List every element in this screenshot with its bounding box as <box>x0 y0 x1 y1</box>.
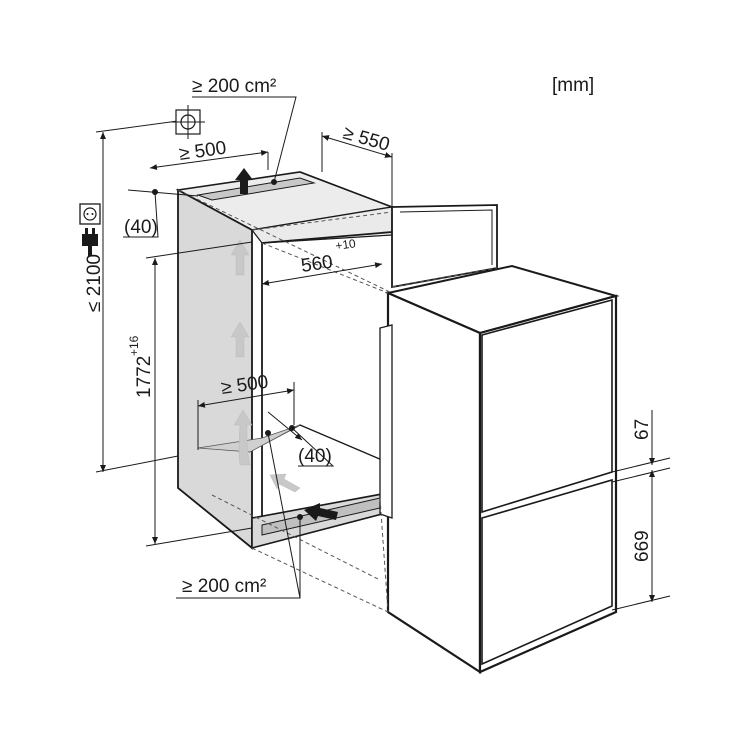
airflow-arrow-icon <box>230 239 250 276</box>
vent-up-arrow-icon <box>235 168 253 194</box>
dim-niche-height: 1772 +16 <box>127 241 253 547</box>
appliance-body <box>379 264 620 675</box>
open-door <box>391 204 498 289</box>
svg-text:560: 560 <box>300 252 334 277</box>
dim-top-vent-area: ≥ 200 cm² <box>192 76 297 185</box>
dim-top-gap: (40) <box>123 189 199 238</box>
dim-top-vent-width: ≥ 500 <box>149 138 269 171</box>
svg-text:≥ 500: ≥ 500 <box>178 138 228 165</box>
socket-icon <box>79 203 101 225</box>
svg-text:67: 67 <box>632 419 653 440</box>
svg-text:≥ 200 cm²: ≥ 200 cm² <box>182 576 266 597</box>
dim-niche-width: 560 +10 <box>261 236 383 286</box>
units-label: [mm] <box>552 75 594 96</box>
dim-bottom-vent-area: ≥ 200 cm² <box>176 432 303 599</box>
plug-icon <box>82 228 98 256</box>
svg-text:+10: +10 <box>334 236 356 253</box>
vent-in-arrow-icon <box>304 503 338 521</box>
airflow-arrows <box>230 239 301 493</box>
svg-text:1772: 1772 <box>134 356 155 398</box>
svg-text:(40): (40) <box>298 446 332 467</box>
airflow-arrow-icon <box>233 409 253 466</box>
svg-text:(40): (40) <box>124 217 158 238</box>
svg-text:≤ 2100: ≤ 2100 <box>84 254 105 312</box>
dim-bottom-gap: (40) <box>265 411 335 467</box>
airflow-arrow-icon <box>269 473 301 493</box>
svg-text:669: 669 <box>632 530 653 562</box>
svg-text:+16: +16 <box>127 335 141 356</box>
svg-text:≥ 550: ≥ 550 <box>341 123 392 156</box>
airflow-arrow-icon <box>230 321 250 358</box>
dim-socket-height: ≤ 2100 <box>79 132 179 473</box>
top-vent <box>196 168 316 201</box>
dim-door-sizes: 67 669 <box>611 410 671 611</box>
niche-cabinet <box>175 171 396 550</box>
svg-text:≥ 200 cm²: ≥ 200 cm² <box>192 76 276 97</box>
ceiling-vent-icon <box>95 105 205 139</box>
